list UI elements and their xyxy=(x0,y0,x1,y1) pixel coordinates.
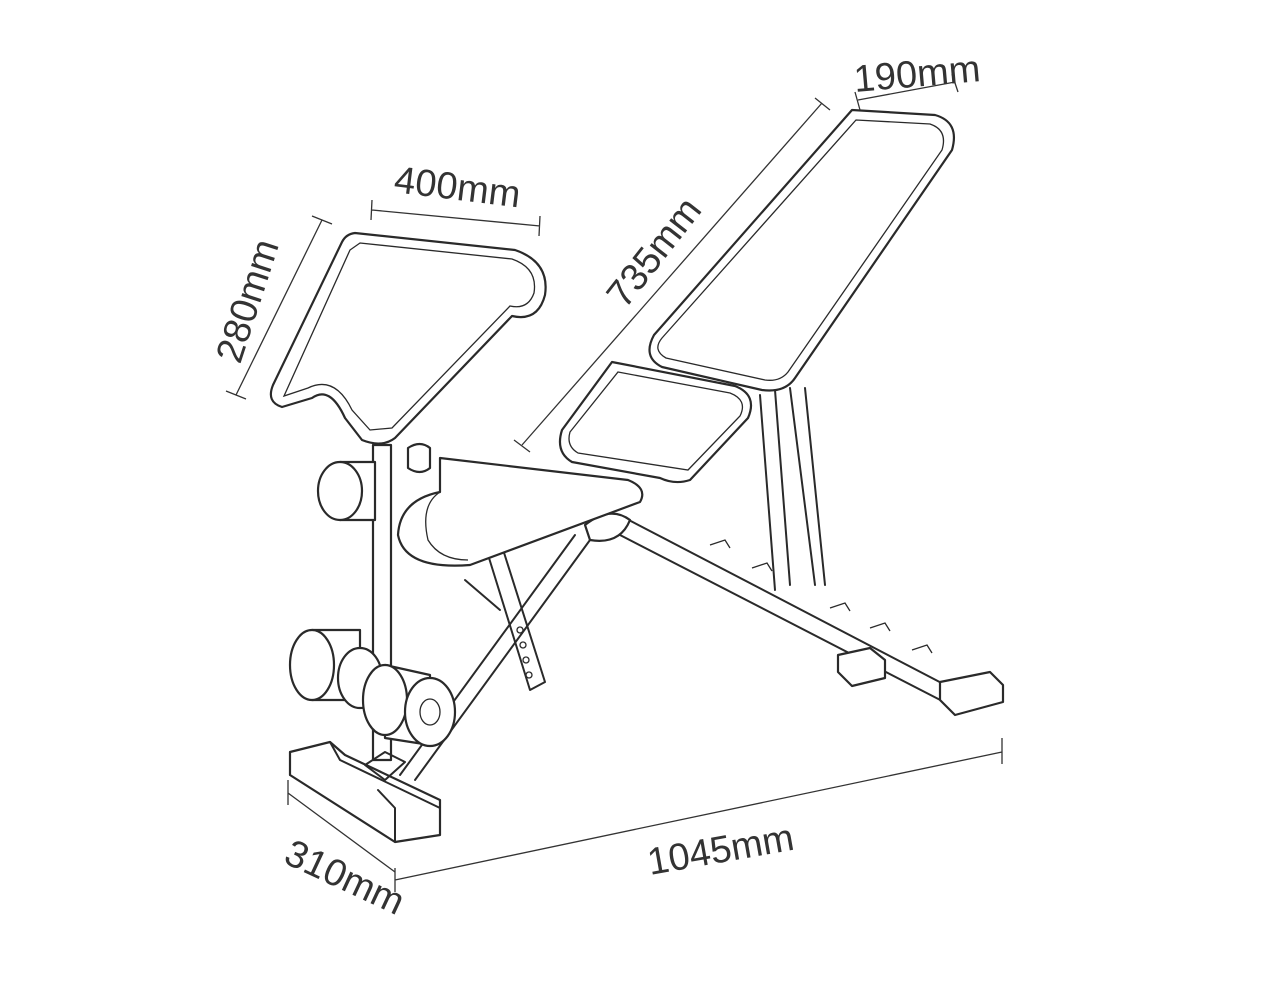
front-base xyxy=(288,740,442,844)
dimension-overall-length: 1045mm xyxy=(644,817,797,884)
dimension-preacher-length: 280mm xyxy=(209,234,288,367)
seat-pad xyxy=(396,456,644,567)
dimension-preacher-width: 400mm xyxy=(392,159,523,216)
preacher-pad xyxy=(269,231,547,445)
dimension-overall-width: 310mm xyxy=(278,832,411,924)
dimension-backrest-width: 190mm xyxy=(852,48,982,101)
dimension-lines xyxy=(225,73,1003,892)
foot-rollers xyxy=(288,460,457,748)
backrest-pad xyxy=(648,108,956,392)
lower-back-pad xyxy=(558,360,753,484)
